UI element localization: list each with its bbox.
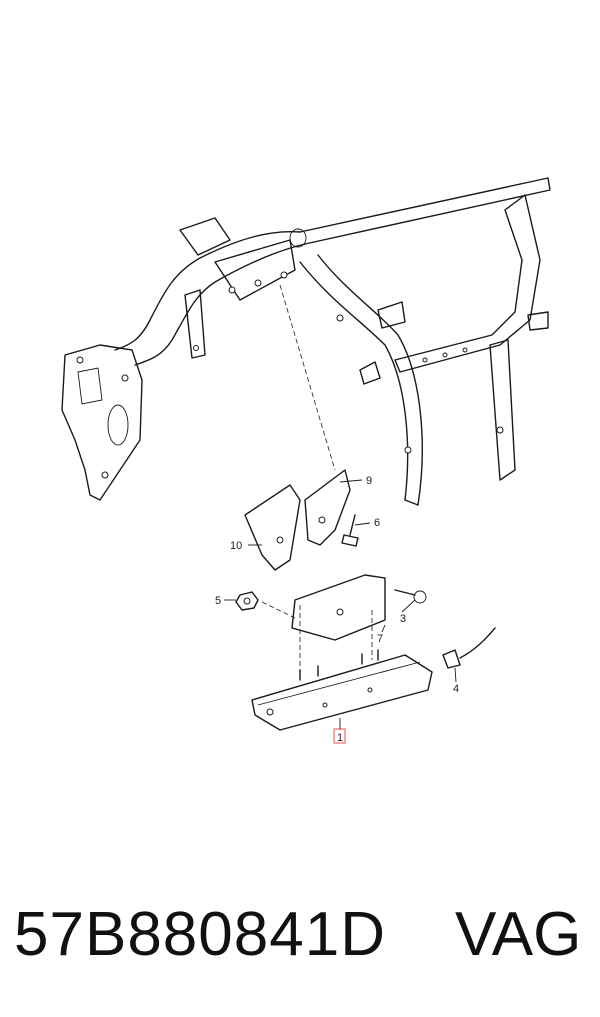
- bracket-part-9: [304, 469, 351, 546]
- callout-3: 3: [400, 613, 406, 625]
- airbag-module-part-1: [251, 649, 433, 731]
- nut-part-5: [235, 591, 259, 611]
- bolt-part-6: [341, 514, 359, 547]
- mount-part-7: [291, 574, 386, 641]
- callout-9: 9: [366, 475, 372, 487]
- brand-label: VAG: [455, 900, 582, 969]
- callout-4: 4: [453, 683, 459, 695]
- callout-7: 7: [377, 633, 383, 645]
- part-number: 57B880841D: [14, 900, 386, 969]
- callout-1: 1: [337, 732, 343, 744]
- callout-6: 6: [374, 517, 380, 529]
- callout-5: 5: [215, 595, 221, 607]
- bolt-part-3: [394, 589, 427, 604]
- caption-bar: 57B880841D VAG: [0, 895, 600, 975]
- bracket-part-10: [244, 484, 301, 571]
- exploded-parts-diagram: 9 6 10 5 3 7 4 1: [61, 177, 551, 744]
- callout-10: 10: [230, 540, 242, 552]
- cross-car-beam: [114, 177, 551, 366]
- sensor-part-4: [442, 627, 496, 669]
- left-end-bracket: [61, 344, 143, 501]
- assembly-line: [261, 601, 296, 619]
- callout-1-highlight: [333, 728, 346, 744]
- assembly-line: [279, 284, 336, 471]
- callout-leaders: [224, 479, 457, 730]
- center-support-column: [299, 254, 423, 506]
- right-steering-frame: [394, 194, 549, 481]
